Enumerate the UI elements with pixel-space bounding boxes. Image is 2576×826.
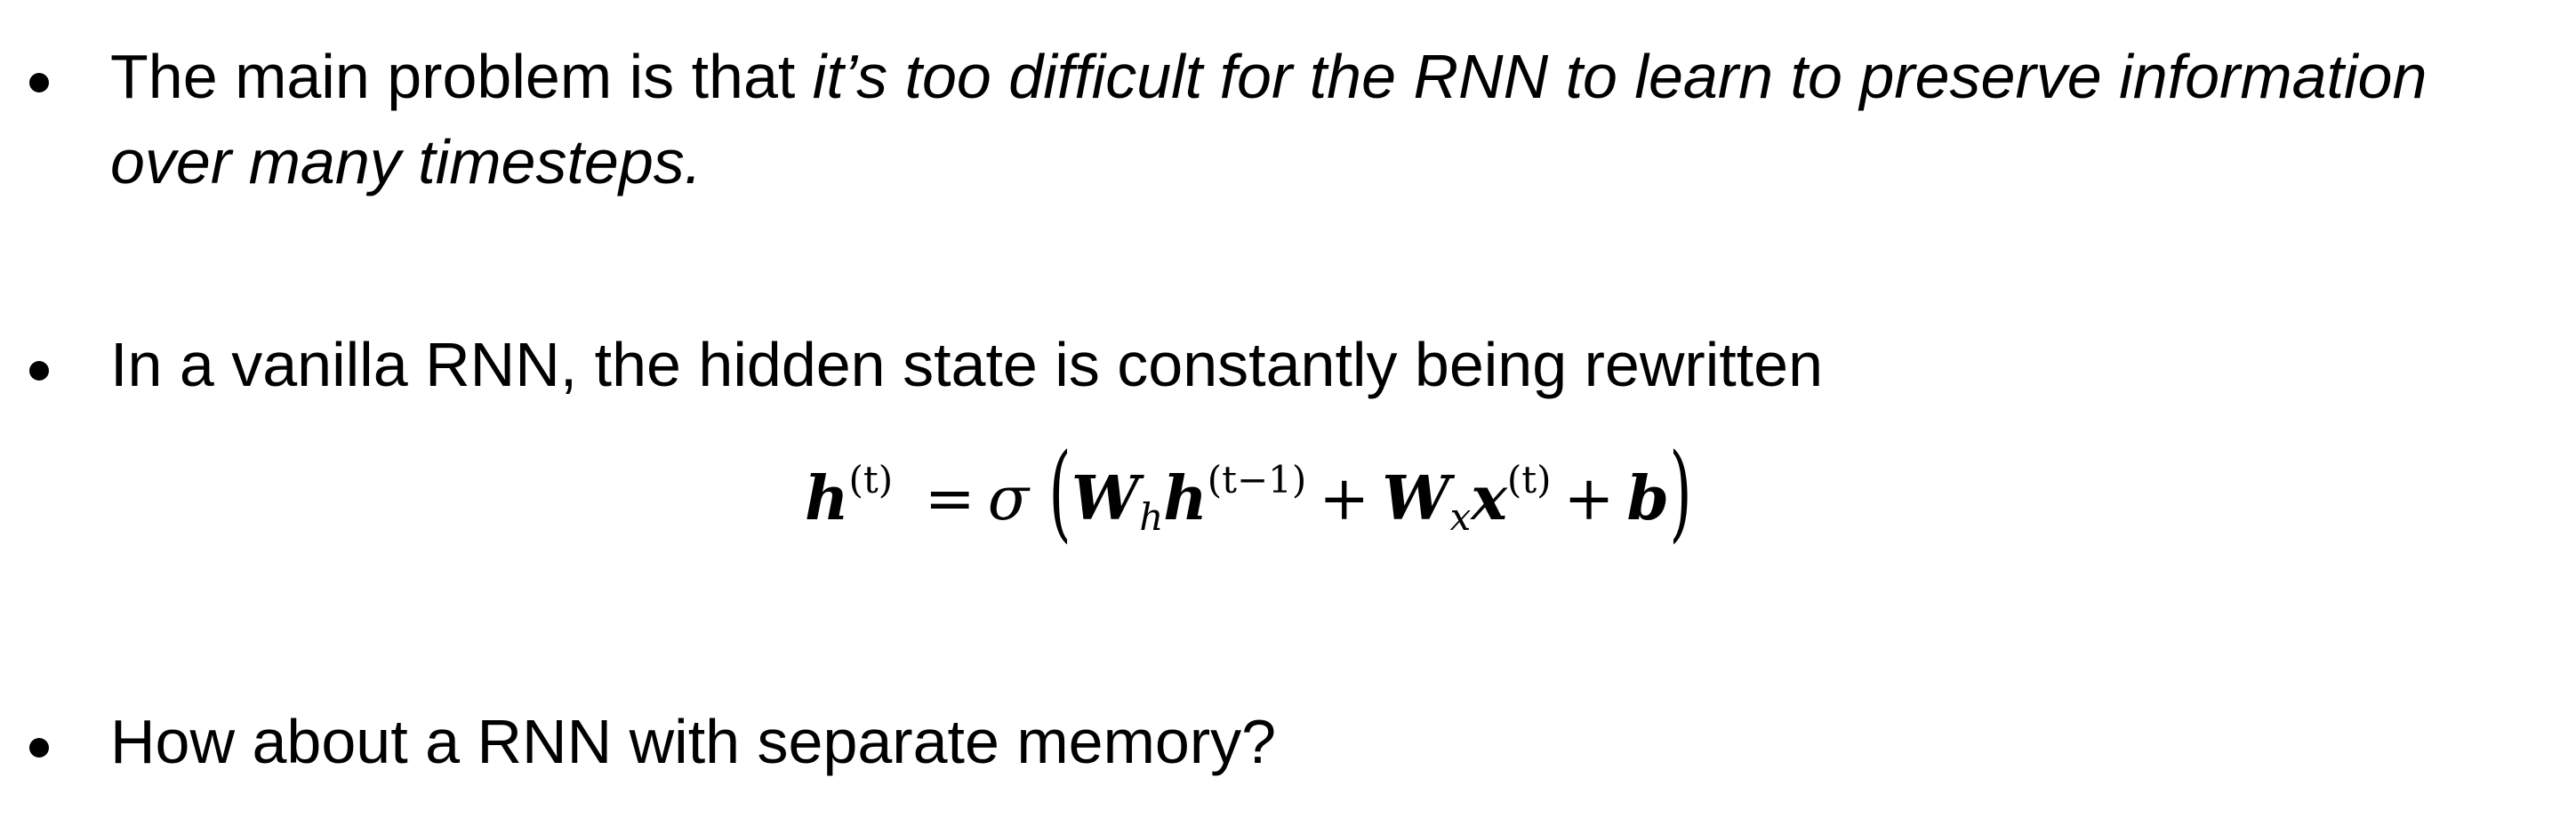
eq-plus-2: + (1563, 464, 1615, 534)
eq-lhs-sup: (t) (848, 458, 894, 501)
eq-w-x-sub: x (1449, 495, 1472, 539)
hidden-state-equation: h(t) =σ (Whh(t−1)+Wxx(t)+b) (805, 434, 1692, 549)
eq-plus-1: + (1319, 464, 1370, 534)
bullet-icon (29, 738, 49, 758)
eq-equals: = (924, 464, 975, 534)
bullet-plain-text: The main problem is that (110, 42, 813, 111)
eq-sigma: σ (987, 464, 1030, 534)
bullet-line-1: The main problem is that it’s too diffic… (110, 34, 2564, 119)
eq-x-sup: (t) (1506, 458, 1552, 501)
eq-b: b (1626, 463, 1670, 534)
eq-w-x: W (1382, 463, 1450, 534)
eq-x: x (1471, 463, 1507, 534)
eq-w-h-sub: h (1139, 495, 1164, 539)
bullet-icon (29, 361, 49, 381)
bullet-line-2: over many timesteps. (110, 127, 702, 196)
eq-w-h: W (1071, 463, 1140, 534)
bullet-italic-text: it’s too difficult for the RNN to learn … (812, 42, 2428, 111)
bullet-text: How about a RNN with separate memory? (110, 707, 1277, 776)
bullet-text: The main problem is that it’s too diffic… (110, 34, 2564, 204)
eq-h-prev-sup: (t−1) (1207, 458, 1307, 501)
eq-close-paren: ) (1669, 430, 1692, 553)
eq-lhs-h: h (805, 463, 849, 534)
eq-open-paren: ( (1048, 430, 1071, 553)
bullet-icon (29, 73, 49, 92)
eq-h-prev: h (1163, 463, 1208, 534)
bullet-text: In a vanilla RNN, the hidden state is co… (110, 330, 1824, 399)
